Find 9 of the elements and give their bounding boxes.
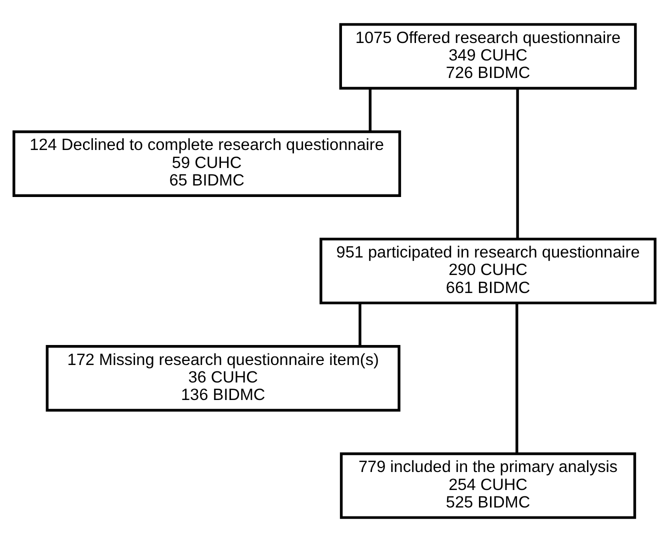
connector bbox=[358, 303, 362, 346]
connector bbox=[368, 88, 372, 132]
node-box: 124 Declined to complete research questionnaire 59 CUHC 65 BIDMC bbox=[12, 130, 402, 197]
connector bbox=[516, 88, 519, 239]
connector bbox=[516, 303, 518, 454]
node-box: 172 Missing research questionnaire item(s) 36 CUHC 136 BIDMC bbox=[46, 345, 400, 412]
node-box: 779 included in the primary analysis 254 CUHC 525 BIDMC bbox=[340, 452, 636, 519]
node-box: 1075 Offered research questionnaire 349 CUHC 726 BIDMC bbox=[339, 23, 637, 90]
node-box: 951 participated in research questionnaire 290 CUHC 661 BIDMC bbox=[320, 238, 656, 304]
